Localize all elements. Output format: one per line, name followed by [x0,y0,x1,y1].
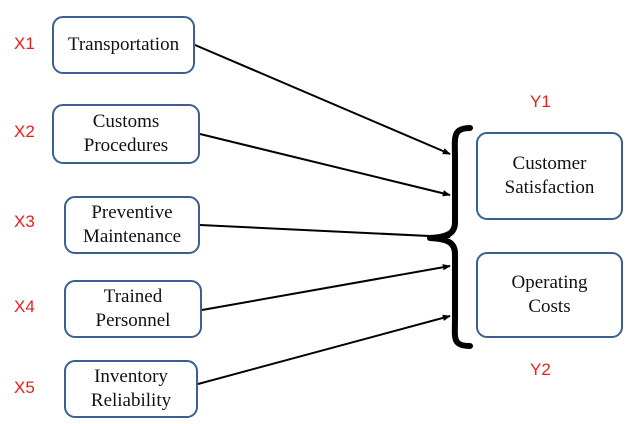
input-box-preventive-maintenance: Preventive Maintenance [64,196,200,254]
variable-label-y1: Y1 [530,92,551,111]
arrow-x4 [201,264,451,311]
variable-label-x1: X1 [14,34,35,53]
variable-label-x3: X3 [14,212,35,231]
input-box-inventory-reliability: Inventory Reliability [64,360,198,418]
arrow-x5 [197,314,451,385]
output-box-operating-costs: Operating Costs [476,252,623,338]
input-label-transportation: Transportation [67,34,180,55]
output-label-operating-costs: Operating Costs [511,272,588,317]
variable-label-y2: Y2 [530,360,551,379]
variable-label-x5: X5 [14,378,35,397]
input-box-trained-personnel: Trained Personnel [64,280,202,338]
variable-label-x2: X2 [14,122,35,141]
arrow-x1 [194,44,451,155]
input-label-preventive-maintenance: Preventive Maintenance [82,202,182,247]
output-box-customer-satisfaction: Customer Satisfaction [476,132,623,220]
input-label-trained-personnel: Trained Personnel [95,286,171,331]
arrow-x3 [199,224,451,240]
input-box-customs-procedures: Customs Procedures [52,104,200,164]
input-label-customs-procedures: Customs Procedures [83,111,169,156]
input-box-transportation: Transportation [52,16,195,74]
arrow-x2 [199,133,451,197]
variable-label-x4: X4 [14,297,35,316]
grouping-brace [427,125,473,349]
output-label-customer-satisfaction: Customer Satisfaction [504,153,595,198]
input-label-inventory-reliability: Inventory Reliability [90,366,172,411]
